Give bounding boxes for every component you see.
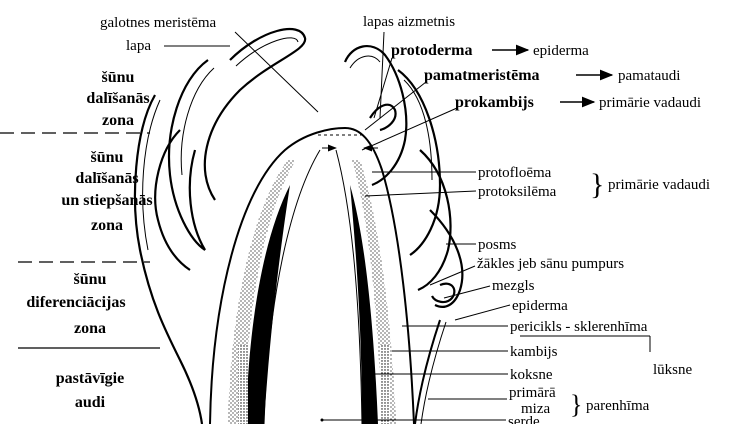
z2-line4: zona <box>91 217 123 234</box>
label-posms: posms <box>478 237 517 253</box>
leaves <box>135 29 462 424</box>
cambium-right <box>380 345 390 424</box>
leaf-left-3 <box>155 130 190 270</box>
zone-label-3: šūnu diferenciācijas zona <box>26 271 125 337</box>
z2-line3: un stiepšanās <box>61 192 152 209</box>
label-galotnes-meristema: galotnes meristēma <box>100 15 217 31</box>
label-luksne: lūksne <box>653 362 693 378</box>
label-protoksilema: protoksilēma <box>478 184 557 200</box>
label-lapas-aizmetnis: lapas aizmetnis <box>363 14 455 30</box>
label-serde: serde <box>508 414 540 424</box>
brace-parenhima: } <box>570 390 582 419</box>
label-prokambijs: prokambijs <box>455 94 534 111</box>
z1-line2: dalīšanās <box>86 90 149 107</box>
leaf-left-2 <box>169 60 208 250</box>
label-epiderma-top: epiderma <box>533 43 589 59</box>
label-zakles: žākles jeb sānu pumpurs <box>477 256 624 272</box>
z1-line3: zona <box>102 112 134 129</box>
epidermis-line-right <box>415 320 440 424</box>
z3-line3: zona <box>74 320 106 337</box>
leaf-left-top <box>205 29 305 200</box>
label-epiderma: epiderma <box>512 298 568 314</box>
cambium-left <box>238 345 248 424</box>
label-pericikls: pericikls - sklerenhīma <box>510 319 648 335</box>
label-mezgls: mezgls <box>492 278 535 294</box>
label-kambijs: kambijs <box>510 344 558 360</box>
label-protoderma: protoderma <box>391 42 472 59</box>
z4-line1: pastāvīgie <box>56 370 124 387</box>
label-primara: primārā <box>509 385 556 401</box>
z2-line1: šūnu <box>91 149 124 166</box>
zone-label-1: šūnu dalīšanās zona <box>86 69 149 129</box>
label-koksne: koksne <box>510 367 553 383</box>
z1-line1: šūnu <box>102 69 135 86</box>
z3-line2: diferenciācijas <box>26 294 125 311</box>
label-protofloema: protofloēma <box>478 165 552 181</box>
axillary-bud <box>432 284 454 302</box>
z2-line2: dalīšanās <box>75 170 138 187</box>
zone-label-2: šūnu dalīšanās un stiepšanās zona <box>61 149 152 234</box>
label-pamataudi: pamataudi <box>618 68 680 84</box>
label-primarie-vadaudi: primārie vadaudi <box>608 177 710 193</box>
label-parenhima: parenhīma <box>586 398 650 414</box>
label-lapa: lapa <box>126 38 151 54</box>
z3-line1: šūnu <box>74 271 107 288</box>
label-primarie-vadaudi-top: primārie vadaudi <box>599 95 701 111</box>
zone-label-4: pastāvīgie audi <box>56 370 124 411</box>
label-pamatmeristema: pamatmeristēma <box>424 67 540 84</box>
z4-line2: audi <box>75 394 106 411</box>
brace-vadaudi: } <box>590 168 604 201</box>
